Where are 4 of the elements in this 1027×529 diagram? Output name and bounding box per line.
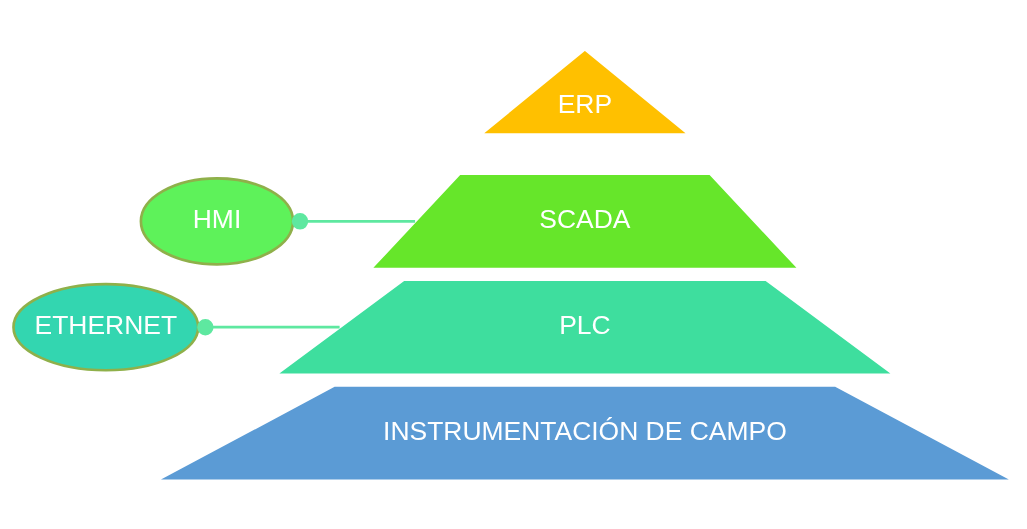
connector [291, 212, 416, 230]
node-ellipse: ETHERNET [12, 282, 200, 372]
node-ellipse: HMI [139, 176, 295, 266]
connector [197, 318, 340, 335]
